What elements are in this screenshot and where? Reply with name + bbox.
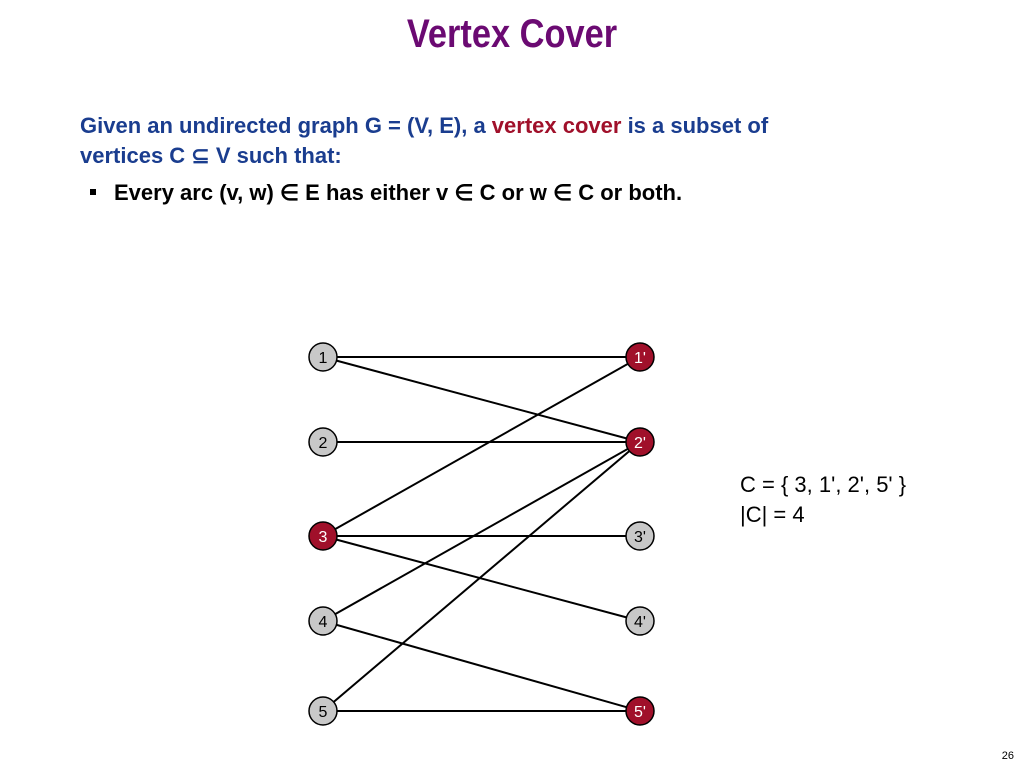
vertex-circle: [308, 342, 338, 372]
vertex-label: 3': [634, 529, 646, 546]
condition-text: Every arc (v, w) ∈ E has either v ∈ C or…: [114, 180, 683, 205]
vertex-circle: [308, 696, 338, 726]
vertex-circle: [308, 427, 338, 457]
vertex-circle: [308, 521, 338, 551]
definition-part1: Given an undirected graph G = (V, E), a: [80, 113, 492, 138]
vertex-circle: [308, 606, 338, 636]
vertex-5': 5': [625, 696, 655, 726]
cover-size: |C| = 4: [740, 502, 805, 527]
edge-5-2': [322, 441, 641, 712]
vertex-2: 2: [308, 427, 338, 457]
bullet-square-icon: [90, 189, 96, 196]
page-number: 26: [1001, 750, 1014, 762]
vertex-label: 4': [634, 614, 646, 631]
nodes-layer: 1 2 3 4 5 1' 2' 3' 4' 5': [308, 342, 655, 726]
vertex-3': 3': [625, 521, 655, 551]
edge-4-2': [322, 441, 641, 622]
definition-part2: is a subset of: [621, 113, 769, 138]
cover-result: C = { 3, 1', 2', 5' } |C| = 4: [740, 470, 906, 530]
condition-bullet: Every arc (v, w) ∈ E has either v ∈ C or…: [90, 179, 682, 207]
vertex-label: 2': [634, 435, 646, 452]
edges-layer: [322, 356, 641, 712]
vertex-circle: [625, 696, 655, 726]
vertex-1: 1: [308, 342, 338, 372]
vertex-cover-term: vertex cover: [491, 113, 622, 138]
vertex-4: 4: [308, 606, 338, 636]
vertex-label: 1: [319, 350, 328, 367]
subset-symbol: ⊆: [191, 143, 210, 168]
vertex-label: 4: [319, 614, 328, 631]
vertex-1': 1': [625, 342, 655, 372]
edge-3-1': [322, 356, 641, 537]
vertex-label: 5': [634, 704, 646, 721]
cover-set: C = { 3, 1', 2', 5' }: [740, 472, 907, 497]
edge-1-2': [322, 356, 641, 443]
vertex-circle: [625, 606, 655, 636]
vertex-label: 5: [319, 704, 328, 721]
vertex-label: 1': [634, 350, 646, 367]
vertex-circle: [625, 342, 655, 372]
edge-4-5': [322, 620, 641, 712]
slide-title: Vertex Cover: [406, 12, 618, 56]
vertex-5: 5: [308, 696, 338, 726]
vertex-3: 3: [308, 521, 338, 551]
vertex-2': 2': [625, 427, 655, 457]
definition-line2-b: V such that:: [209, 143, 342, 168]
vertex-circle: [625, 521, 655, 551]
vertex-label: 3: [319, 529, 328, 546]
definition-text: Given an undirected graph G = (V, E), a …: [80, 111, 940, 171]
edge-3-4': [322, 535, 641, 622]
definition-line2-a: vertices C: [80, 143, 192, 168]
vertex-4': 4': [625, 606, 655, 636]
vertex-label: 2: [319, 435, 328, 452]
vertex-circle: [625, 427, 655, 457]
